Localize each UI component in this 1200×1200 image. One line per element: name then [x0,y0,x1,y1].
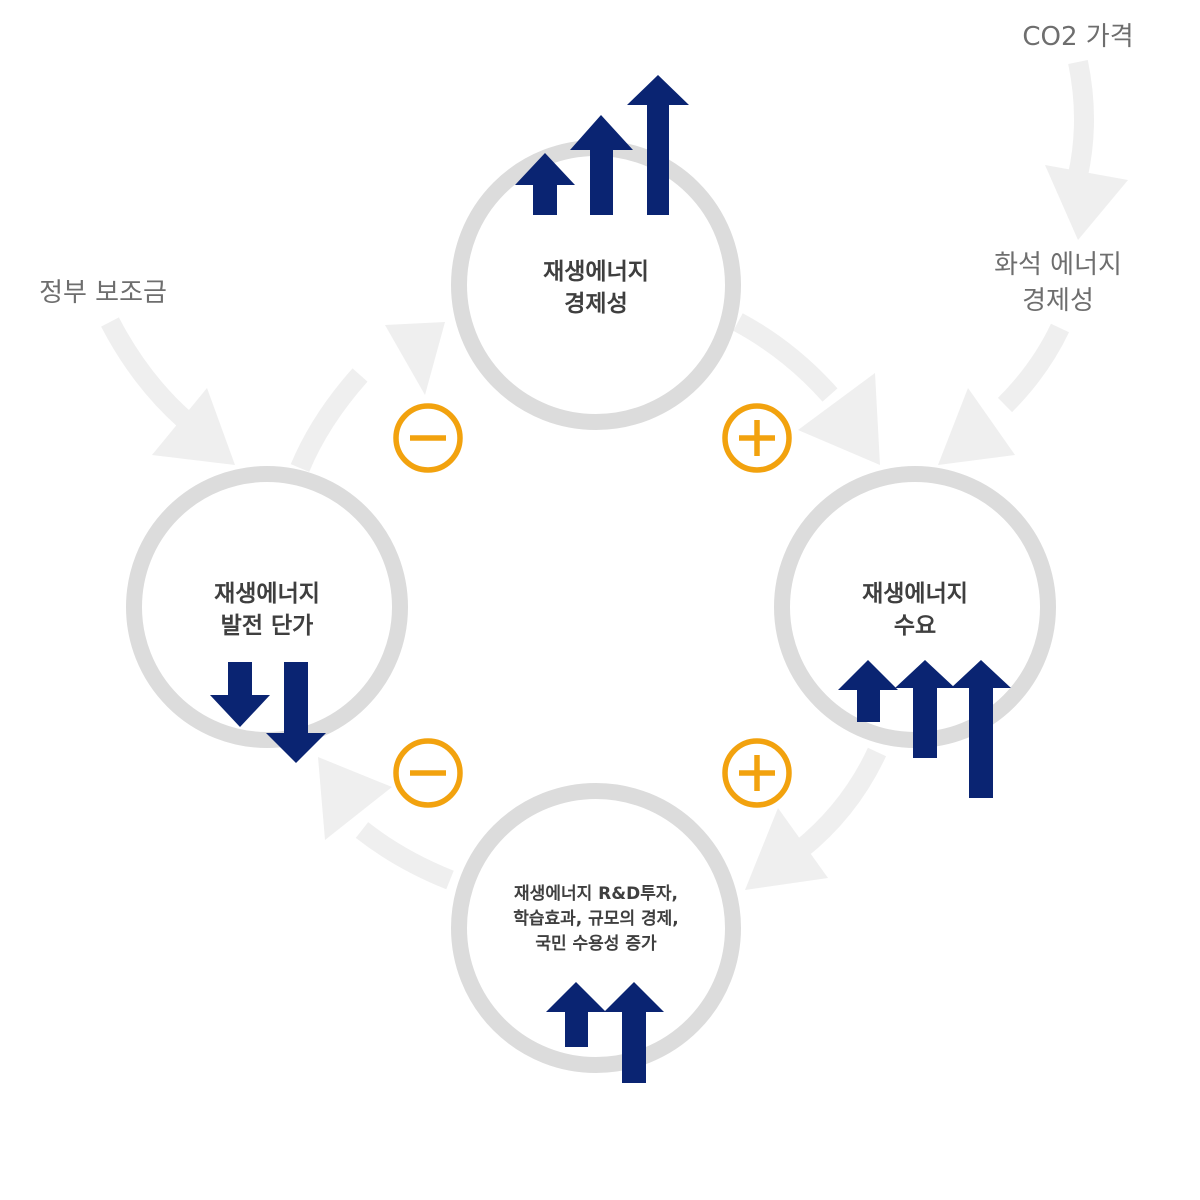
minus-sign-cost-economics [393,403,463,473]
ring-investment [451,783,741,1073]
flow-arrow-investment-to-cost [355,822,454,890]
minus-sign-investment-cost [393,738,463,808]
fossil-label-line2: 경제성 [1022,286,1094,316]
economics-label-line2: 경제성 [564,291,627,317]
flow-arrows [101,59,1094,890]
trend-up-arrow [546,982,606,1047]
plus-sign-demand-investment [722,738,792,808]
polarity-signs [393,403,792,808]
flow-arrow-economics-to-demand [733,313,838,402]
flow-arrowhead-co2 [1045,165,1128,240]
trend-up-arrow [515,153,575,215]
trend-down-arrow [210,662,270,727]
subsidy-label: 정부 보조금 [39,278,167,308]
investment-label-line3: 국민 수용성 증가 [535,934,657,954]
flow-arrow-subsidy [101,317,192,428]
flow-arrowheads [152,165,1128,890]
flow-arrowhead-investment-to-cost [318,757,392,840]
trend-up-arrow [627,75,689,215]
trend-up-arrow [604,982,664,1083]
trend-up-arrow [951,660,1011,798]
flow-arrow-cost-to-economics [290,368,368,472]
investment-label-line1: 재생에너지 R&D투자, [514,884,678,904]
investment-label-line2: 학습효과, 규모의 경제, [513,909,679,929]
plus-sign-economics-demand [722,403,792,473]
cost-label-line2: 발전 단가 [221,613,314,639]
flow-arrowhead-fossil [938,388,1015,465]
ring-cost [126,466,408,748]
flow-arrow-co2 [1068,59,1094,178]
trend-up-arrow [570,115,633,215]
trend-up-arrow [838,660,898,722]
trend-arrows-demand [838,660,1011,798]
trend-arrows-cost [210,662,326,763]
demand-label-line1: 재생에너지 [862,581,968,607]
flow-arrowhead-subsidy [152,388,235,465]
co2-price-label: CO2 가격 [1022,22,1133,52]
trend-up-arrow [895,660,955,758]
fossil-label-line1: 화석 에너지 [994,250,1122,280]
economics-label-line1: 재생에너지 [543,259,649,285]
cost-label-line1: 재생에너지 [214,581,320,607]
demand-label-line2: 수요 [894,613,936,639]
flow-arrowhead-economics-to-demand [798,373,880,465]
flow-arrow-demand-to-investment [793,747,887,858]
flow-arrow-fossil [997,323,1070,413]
trend-arrows-economics [515,75,689,215]
flow-arrowhead-cost-to-economics [385,322,445,395]
flow-arrowhead-demand-to-investment [745,808,828,890]
trend-down-arrow [266,662,326,763]
rings [126,140,1056,1073]
trend-arrows-investment [546,982,664,1083]
